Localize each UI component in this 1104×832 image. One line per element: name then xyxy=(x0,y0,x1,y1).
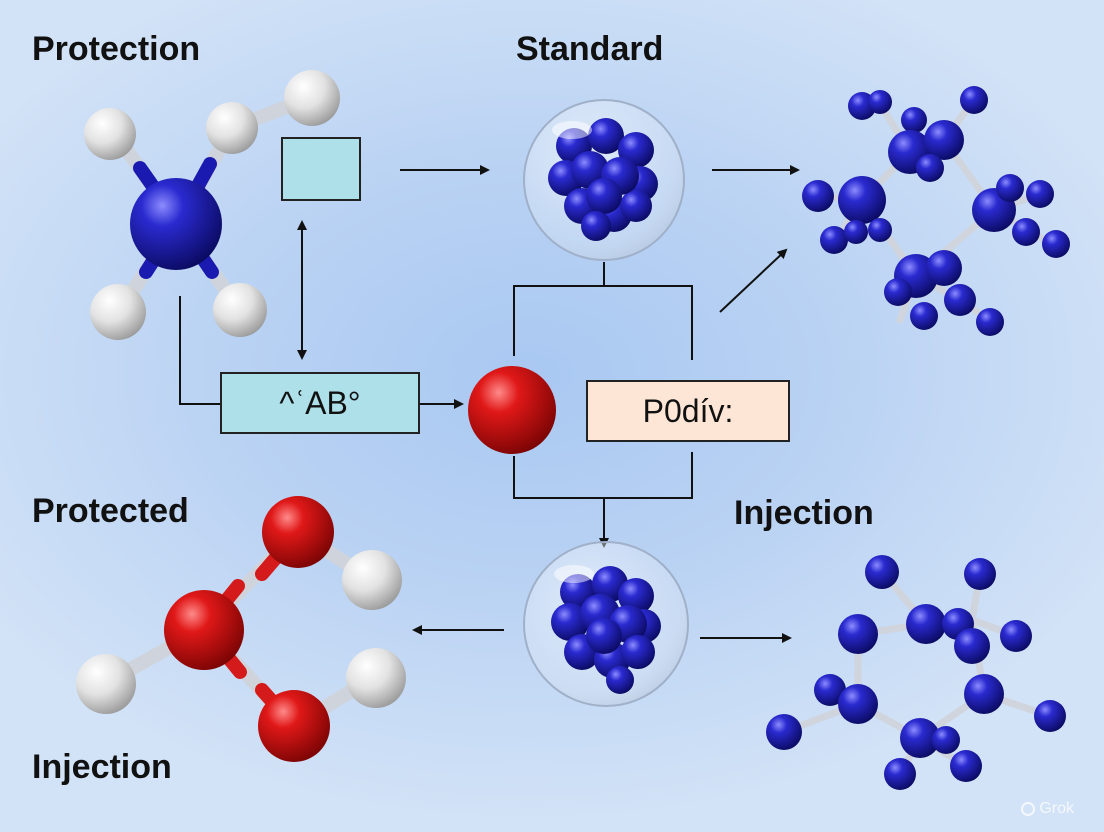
ab-box-text: ^ʿAB° xyxy=(279,384,361,421)
red-atom-center xyxy=(468,366,556,454)
top-bracket-left xyxy=(513,262,605,356)
left-elbow-line xyxy=(179,296,222,405)
ab-box: ^ʿAB° xyxy=(220,372,420,434)
bubble-cluster-top xyxy=(523,99,685,261)
small-square-box xyxy=(281,137,361,201)
label-standard: Standard xyxy=(516,30,664,68)
molecule-top-left xyxy=(84,70,340,340)
top-bracket-right xyxy=(604,285,693,360)
bottom-bracket xyxy=(513,452,693,499)
label-injection-right: Injection xyxy=(734,494,874,532)
diagonal-arrow xyxy=(719,248,788,313)
bubble-cluster-bottom xyxy=(523,541,689,707)
label-injection-bottom: Injection xyxy=(32,748,172,786)
connector-lines xyxy=(179,165,800,643)
molecule-bottom-right xyxy=(766,555,1066,790)
molecule-top-right xyxy=(802,86,1070,336)
label-protected: Protected xyxy=(32,492,189,530)
watermark: Grok xyxy=(1021,800,1074,818)
watermark-text: Grok xyxy=(1039,800,1074,817)
label-protection: Protection xyxy=(32,30,201,68)
molecule-protected xyxy=(76,496,406,762)
podiv-box-text: P0dív: xyxy=(642,392,734,429)
grok-logo-icon xyxy=(1021,802,1036,816)
podiv-box: P0dív: xyxy=(586,380,790,442)
